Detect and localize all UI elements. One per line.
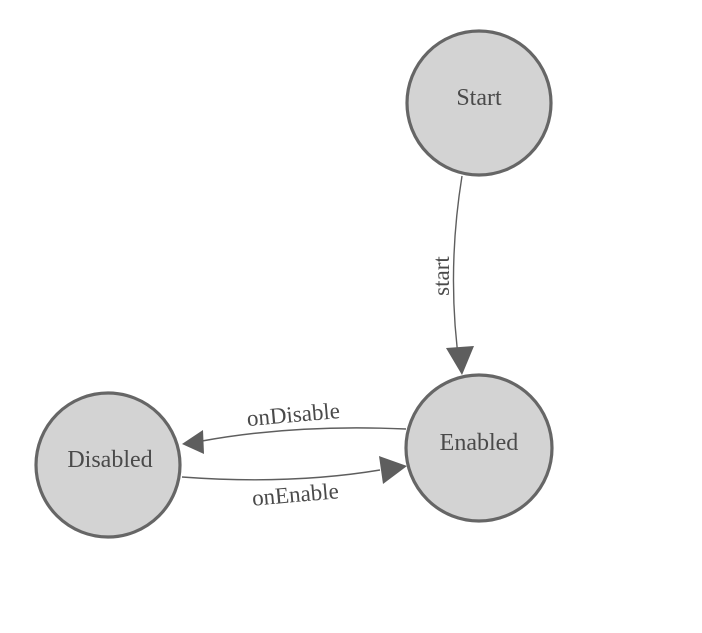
state-node-enabled-circle — [404, 373, 554, 523]
arrowhead-right-icon — [379, 456, 407, 484]
arrowhead-down-icon — [446, 346, 474, 375]
edge-ondisable-line — [201, 427, 407, 442]
arrowhead-left-icon — [182, 430, 204, 454]
state-node-start-circle — [405, 29, 553, 177]
state-node-start: Start — [405, 29, 553, 177]
state-node-disabled: Disabled — [34, 391, 182, 539]
edge-label-start: start — [429, 256, 454, 296]
edge-label-ondisable: onDisable — [246, 398, 341, 431]
state-node-start-label: Start — [456, 85, 502, 111]
edge-start-to-enabled: start — [429, 175, 474, 375]
state-node-enabled-label: Enabled — [440, 430, 519, 456]
state-node-enabled: Enabled — [404, 373, 554, 523]
edge-enabled-to-disabled: onDisable — [182, 398, 407, 454]
edge-start-line — [452, 175, 463, 371]
state-node-disabled-circle — [34, 391, 182, 539]
edge-disabled-to-enabled: onEnable — [181, 456, 407, 511]
edge-onenable-line — [181, 469, 381, 481]
state-node-disabled-label: Disabled — [67, 447, 152, 473]
edge-label-onenable: onEnable — [251, 478, 340, 510]
